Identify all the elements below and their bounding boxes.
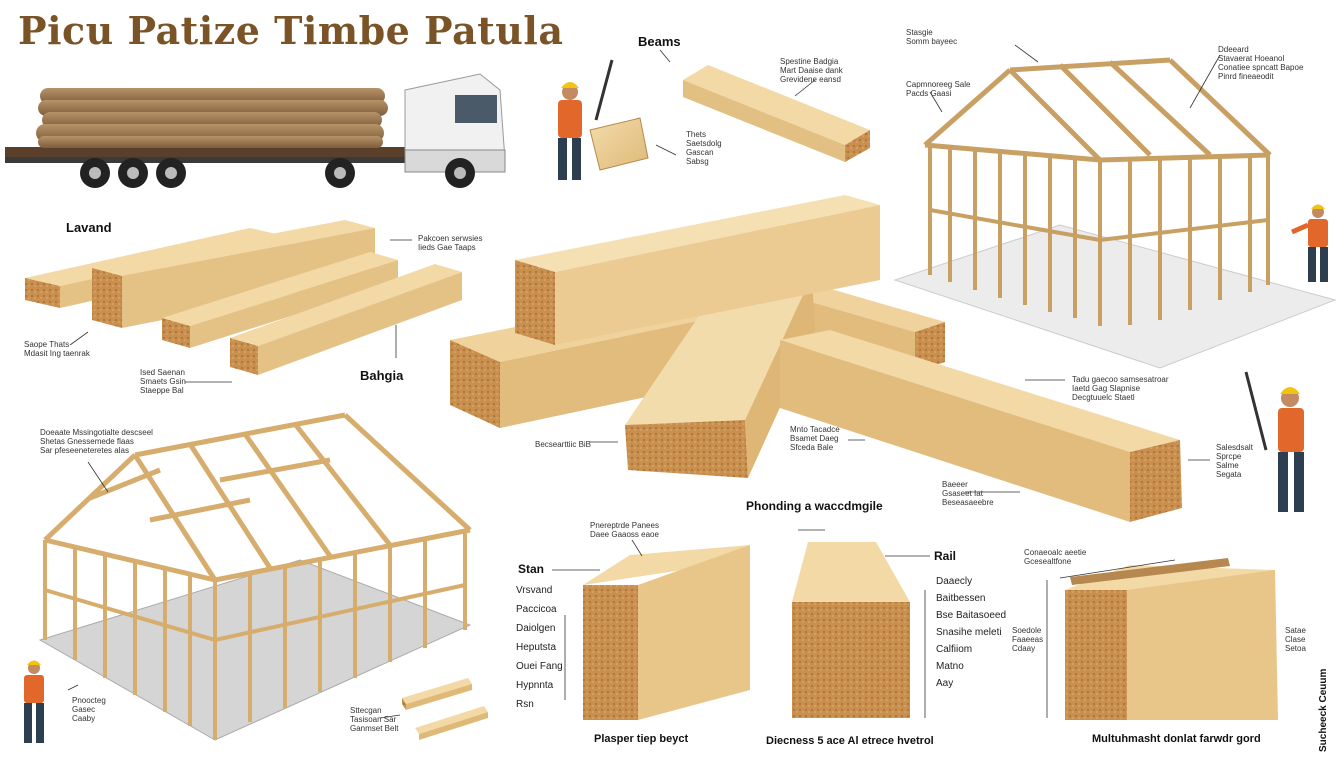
list-item: Daiolgen xyxy=(516,623,556,634)
worker-bottom-left xyxy=(24,660,44,743)
bahgia-label: Bahgia xyxy=(360,368,404,383)
rail-list: Daaecly Baitbessen Bse Baitasoeed Snasih… xyxy=(936,573,1006,692)
phonding-label: Phonding a waccdmgile xyxy=(746,499,883,513)
list-item: Rsn xyxy=(516,699,534,710)
top-beam xyxy=(683,65,870,162)
log-truck-illustration xyxy=(5,73,506,188)
list-item: Vrsvand xyxy=(516,585,553,596)
center-beam-stack xyxy=(450,195,1182,522)
lavand-label: Lavand xyxy=(66,220,112,235)
list-item: Calfiiom xyxy=(936,644,973,655)
plasper-label: Plasper tiep beyct xyxy=(594,733,689,745)
lavand-planks xyxy=(25,220,462,375)
beams-label: Beams xyxy=(638,34,681,49)
cross-section-block-2 xyxy=(792,542,910,718)
small-planks xyxy=(402,678,488,740)
timber-frame-house-top xyxy=(893,57,1337,369)
list-item: Bse Baitasoeed xyxy=(936,610,1007,621)
page-title: Picu Patize Timbe Patula xyxy=(18,8,564,53)
list-item: Paccicoa xyxy=(516,604,557,615)
multu-label: Multuhmasht donlat farwdr gord xyxy=(1092,733,1261,745)
worker-with-tool-right xyxy=(1244,371,1304,512)
list-item: Snasihe meleti xyxy=(936,627,1002,638)
stan-list: Vrsvand Paccicoa Daiolgen Heputsta Ouei … xyxy=(516,581,563,714)
list-item: Ouei Fang xyxy=(516,661,563,672)
list-item: Hypnnta xyxy=(516,680,554,691)
cross-section-block-3 xyxy=(1065,558,1278,720)
worker-pointing-top xyxy=(1290,204,1328,282)
worker-carrying-beam xyxy=(558,59,649,180)
list-item: Aay xyxy=(936,678,954,689)
list-item: Heputsta xyxy=(516,642,557,653)
cross-section-block-1 xyxy=(583,545,750,720)
stan-label: Stan xyxy=(518,562,545,576)
list-item: Baitbessen xyxy=(936,593,986,604)
list-item: Matno xyxy=(936,661,964,672)
list-item: Daaecly xyxy=(936,576,973,587)
rail-label: Rail xyxy=(934,549,957,563)
timber-frame-house-bottom xyxy=(38,412,472,741)
diecness-label: Diecness 5 ace Al etrece hvetrol xyxy=(766,735,934,747)
note-center-left: Becsearttiic BiB xyxy=(535,440,592,449)
side-vertical-label: Sucheeck Ceuum xyxy=(1318,668,1329,752)
